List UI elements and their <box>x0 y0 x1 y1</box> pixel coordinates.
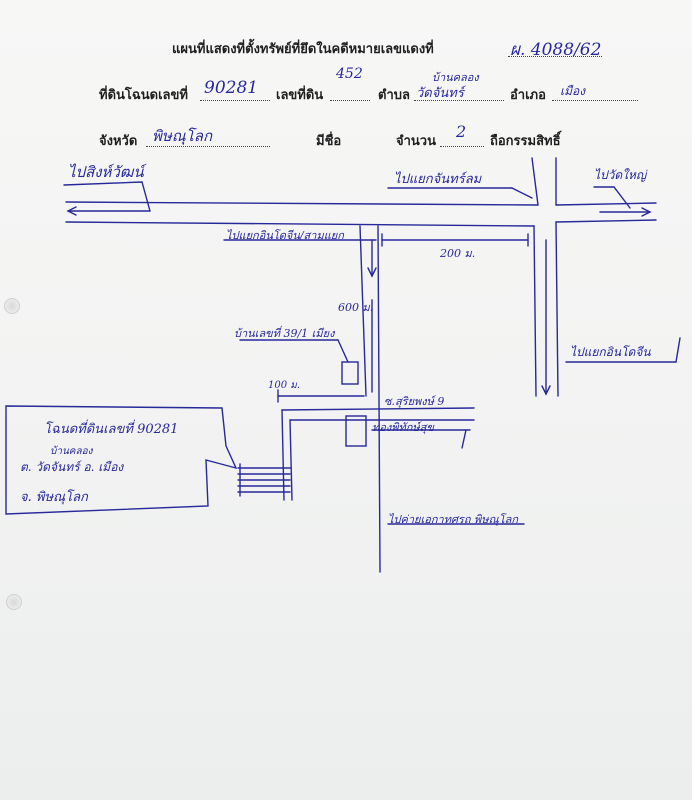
info-box-line2: บ้านคลอง <box>50 446 93 457</box>
label-top-right: ไปวัดใหญ่ <box>594 168 647 182</box>
main-road-right-bottom-edge <box>555 219 657 223</box>
named-label: มีชื่อ <box>316 134 342 149</box>
subdistrict-value: วัดจันทร์ <box>416 86 464 101</box>
house-marker <box>341 361 359 385</box>
info-box-line1: โฉนดที่ดินเลขที่ 90281 <box>44 422 179 437</box>
form-title: แผนที่แสดงที่ตั้งทรัพย์ที่ยึดในคดีหมายเล… <box>172 42 434 57</box>
label-soi: ซ.สุริยพงษ์ 9 <box>384 395 445 408</box>
dotted-line <box>440 146 484 147</box>
info-box-line3: ต. วัดจันทร์ อ. เมือง <box>20 460 124 474</box>
district-value: เมือง <box>560 84 586 98</box>
dotted-line <box>508 56 602 57</box>
label-dist-100: 100 ม. <box>268 380 301 391</box>
soi-left-edge <box>359 225 367 397</box>
land-no: 452 <box>336 66 363 82</box>
soi-branch-top <box>281 407 475 411</box>
dotted-line <box>330 100 370 101</box>
dotted-line <box>414 100 504 101</box>
owner-label: ถือกรรมสิทธิ์ <box>490 134 561 149</box>
dotted-line <box>552 100 638 101</box>
punch-hole-upper <box>4 298 20 314</box>
cross-road-left-bottom <box>533 225 537 397</box>
dotted-line <box>200 100 270 101</box>
subdistrict-label: ตำบล <box>378 88 410 103</box>
label-house: บ้านเลขที่ 39/1 เมียง <box>234 327 335 340</box>
province-value: พิษณุโลก <box>152 127 213 145</box>
main-road-bottom-edge <box>65 221 535 227</box>
info-box-line4: จ. พิษณุโลก <box>20 490 88 505</box>
punch-hole-lower <box>6 594 22 610</box>
village-note: บ้านคลอง <box>432 71 479 84</box>
deed-label: ที่ดินโฉนดเลขที่ <box>99 88 188 103</box>
main-road-top-edge <box>65 201 539 206</box>
label-area: ทองพิทักษ์สุข <box>372 421 434 434</box>
province-label: จังหวัด <box>99 134 138 149</box>
property-left-inner <box>289 419 293 501</box>
count-label: จำนวน <box>396 134 436 149</box>
cross-road-right-bottom <box>555 221 559 397</box>
case-number: ผ. 4088/62 <box>510 40 602 60</box>
land-no-label: เลขที่ดิน <box>276 88 324 103</box>
district-label: อำเภอ <box>510 88 546 103</box>
property-box <box>345 415 367 447</box>
property-left-outer <box>281 409 285 501</box>
cross-road-left-top <box>531 157 539 206</box>
label-right-lower: ไปแยกอินโดจีน <box>570 345 651 359</box>
label-dist-600: 600 ม. <box>338 301 374 314</box>
dotted-line <box>146 146 270 147</box>
label-top-left: ไปสิงห์วัฒน์ <box>68 163 144 181</box>
label-bottom: ไปค่ายเอกาทศรถ พิษณุโลก <box>388 513 519 526</box>
label-dist-200: 200 ม. <box>440 247 476 260</box>
main-road-right-top-edge <box>555 202 657 206</box>
soi-right-edge <box>377 225 381 573</box>
info-box <box>5 405 238 515</box>
deed-number: 90281 <box>204 78 259 98</box>
label-top-mid: ไปแยกจันทร์ลม <box>394 172 482 187</box>
label-road-left: ไปแยกอินโดจีน/สามแยก <box>226 229 344 242</box>
count-value: 2 <box>456 122 467 141</box>
